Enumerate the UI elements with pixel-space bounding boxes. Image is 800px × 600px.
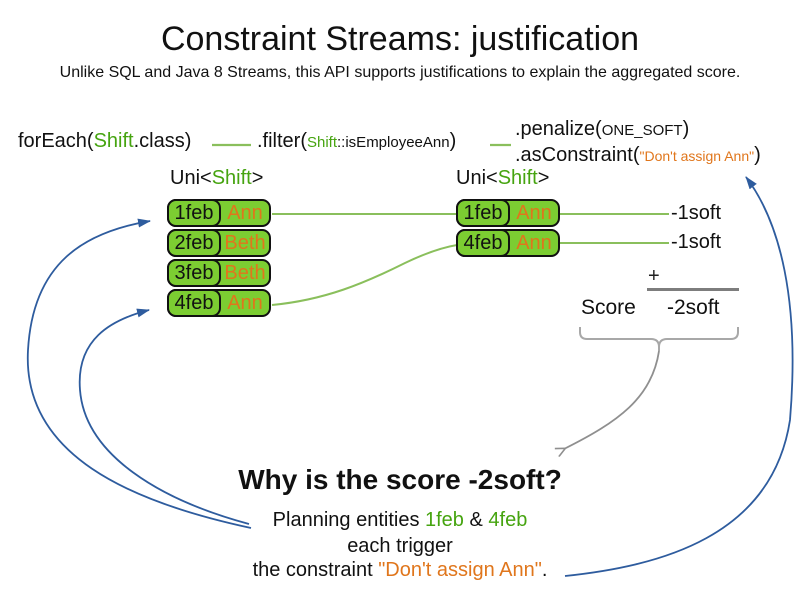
table-row: Beth 2feb bbox=[167, 229, 271, 257]
code-filter: .filter(Shift::isEmployeeAnn) bbox=[257, 130, 456, 153]
date-cell: 2feb bbox=[167, 229, 221, 257]
date-cell: 4feb bbox=[456, 229, 510, 257]
justification-line-2: each trigger bbox=[347, 535, 453, 557]
match-score: -1soft bbox=[671, 231, 722, 253]
employee-cell: Ann bbox=[227, 201, 263, 224]
arrow-to-1feb bbox=[27, 218, 252, 529]
date-cell: 1feb bbox=[167, 199, 221, 227]
entity-ref-1feb: 1feb bbox=[425, 509, 464, 531]
employee-cell: Beth bbox=[224, 261, 266, 284]
asconstraint-pre: .asConstraint( bbox=[515, 144, 640, 166]
filter-method-ref: ::isEmployeeAnn bbox=[337, 134, 450, 151]
code-asconstraint: .asConstraint("Don't assign Ann") bbox=[515, 144, 761, 167]
employee-cell: Ann bbox=[516, 201, 552, 224]
slide-subtitle: Unlike SQL and Java 8 Streams, this API … bbox=[59, 64, 741, 81]
curved-match-line bbox=[271, 244, 458, 306]
uni-right-label: Uni<Shift> bbox=[456, 167, 550, 189]
one-soft-token: ONE_SOFT bbox=[601, 122, 683, 139]
score-brace bbox=[579, 327, 739, 351]
uni-left-label: Uni<Shift> bbox=[170, 167, 264, 189]
justification-heading: Why is the score -2soft? bbox=[238, 464, 562, 495]
table-row: Ann 4feb bbox=[456, 229, 560, 257]
table-row: Ann 1feb bbox=[167, 199, 271, 227]
sum-divider bbox=[647, 288, 739, 291]
constraint-name-token: "Don't assign Ann" bbox=[639, 148, 755, 164]
slide-title: Constraint Streams: justification bbox=[160, 20, 640, 58]
justification-line-1: Planning entities 1feb & 4feb bbox=[272, 509, 528, 531]
table-row: Ann 1feb bbox=[456, 199, 560, 227]
match-connector-lines bbox=[271, 213, 669, 306]
filter-post: ) bbox=[449, 130, 457, 152]
code-foreach: forEach(Shift.class) bbox=[18, 130, 191, 153]
shift-class-token: Shift bbox=[93, 130, 134, 152]
justification-arrows bbox=[27, 176, 794, 577]
date-cell: 4feb bbox=[167, 289, 221, 317]
constraint-name-text: "Don't assign Ann" bbox=[378, 559, 542, 581]
employee-cell: Ann bbox=[227, 291, 263, 314]
foreach-pre: forEach( bbox=[18, 130, 94, 152]
code-penalize: .penalize(ONE_SOFT) bbox=[515, 118, 689, 141]
arrow-to-4feb bbox=[78, 308, 250, 525]
date-cell: 3feb bbox=[167, 259, 221, 287]
employee-cell: Beth bbox=[224, 231, 266, 254]
filter-pre: .filter( bbox=[257, 130, 307, 152]
score-value: -2soft bbox=[667, 296, 720, 319]
score-to-why-arrow bbox=[564, 350, 660, 449]
table-row: Ann 4feb bbox=[167, 289, 271, 317]
score-label: Score bbox=[581, 296, 636, 319]
shift-token: Shift bbox=[307, 134, 338, 151]
arrow-to-asconstraint bbox=[564, 176, 794, 577]
plus-sign: + bbox=[648, 265, 660, 287]
penalize-post: ) bbox=[682, 118, 690, 140]
justification-line-3: the constraint "Don't assign Ann". bbox=[252, 559, 548, 581]
employee-cell: Ann bbox=[516, 231, 552, 254]
table-row: Beth 3feb bbox=[167, 259, 271, 287]
penalize-pre: .penalize( bbox=[515, 118, 602, 140]
foreach-post: .class) bbox=[133, 130, 192, 152]
match-score: -1soft bbox=[671, 202, 722, 224]
asconstraint-post: ) bbox=[754, 144, 761, 166]
date-cell: 1feb bbox=[456, 199, 510, 227]
entity-ref-4feb: 4feb bbox=[488, 509, 528, 531]
